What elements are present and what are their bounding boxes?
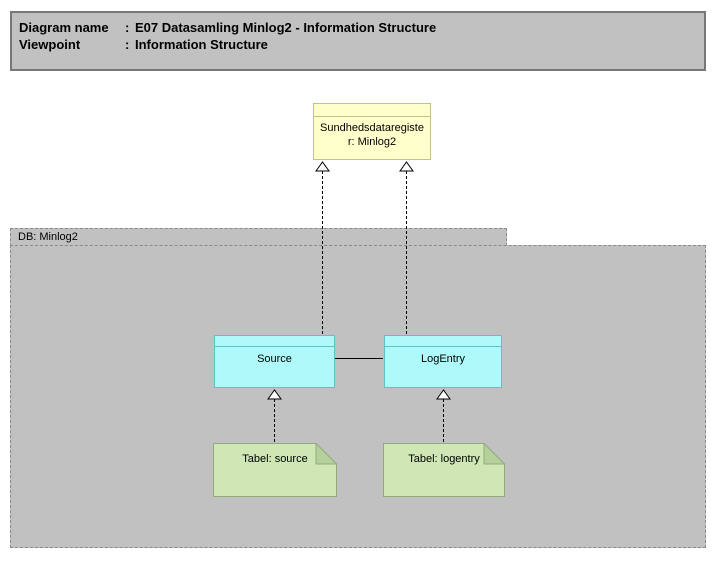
register-top-compartment	[314, 104, 430, 117]
source-top-compartment	[215, 336, 334, 347]
note-tabel-logentry[interactable]: Tabel: logentry	[383, 443, 505, 497]
register-name: Sundhedsdataregiste r: Minlog2	[314, 117, 430, 149]
hollow-triangle-arrowhead-icon	[436, 389, 451, 400]
viewpoint-separator: :	[125, 37, 130, 52]
diagram-name-separator: :	[125, 20, 130, 35]
diagram-name-row: Diagram name: E07 Datasamling Minlog2 - I…	[19, 19, 704, 36]
node-logentry[interactable]: LogEntry	[384, 335, 502, 388]
note-fold-corner-icon	[315, 443, 337, 465]
note-body	[213, 443, 337, 497]
db-container-body[interactable]	[10, 245, 706, 548]
viewpoint-row: Viewpoint: Information Structure	[19, 36, 704, 53]
association-line-source-logentry[interactable]	[335, 358, 383, 359]
note-fold-corner-icon	[483, 443, 505, 465]
realization-arrow-note-to-logentry[interactable]	[436, 389, 451, 443]
viewpoint-value: Information Structure	[135, 37, 268, 52]
db-container-label: DB: Minlog2	[18, 231, 78, 243]
register-name-line2: r: Minlog2	[347, 136, 397, 148]
realization-arrow-note-to-source[interactable]	[267, 389, 282, 443]
hollow-triangle-arrowhead-icon	[315, 161, 330, 172]
viewpoint-label: Viewpoint	[19, 37, 81, 52]
diagram-name-value: E07 Datasamling Minlog2 - Information St…	[135, 20, 437, 35]
realization-arrow-logentry-to-register[interactable]	[399, 161, 414, 335]
hollow-triangle-arrowhead-icon	[399, 161, 414, 172]
source-name: Source	[257, 353, 292, 365]
logentry-name: LogEntry	[420, 353, 466, 365]
node-source[interactable]: Source	[214, 335, 335, 388]
node-sundhedsdataregister[interactable]: Sundhedsdataregiste r: Minlog2	[313, 103, 431, 160]
diagram-title-block: Diagram name: E07 Datasamling Minlog2 - I…	[10, 11, 706, 71]
hollow-triangle-arrowhead-icon	[267, 389, 282, 400]
realization-arrow-source-to-register[interactable]	[315, 161, 330, 335]
note-tabel-source[interactable]: Tabel: source	[213, 443, 337, 497]
db-container-tab[interactable]: DB: Minlog2	[10, 228, 507, 246]
diagram-name-label: Diagram name	[19, 20, 109, 35]
note-logentry-text: Tabel: logentry	[408, 453, 480, 465]
register-name-line1: Sundhedsdataregiste	[320, 122, 424, 134]
logentry-top-compartment	[385, 336, 501, 347]
note-source-text: Tabel: source	[242, 453, 307, 465]
note-body	[383, 443, 505, 497]
